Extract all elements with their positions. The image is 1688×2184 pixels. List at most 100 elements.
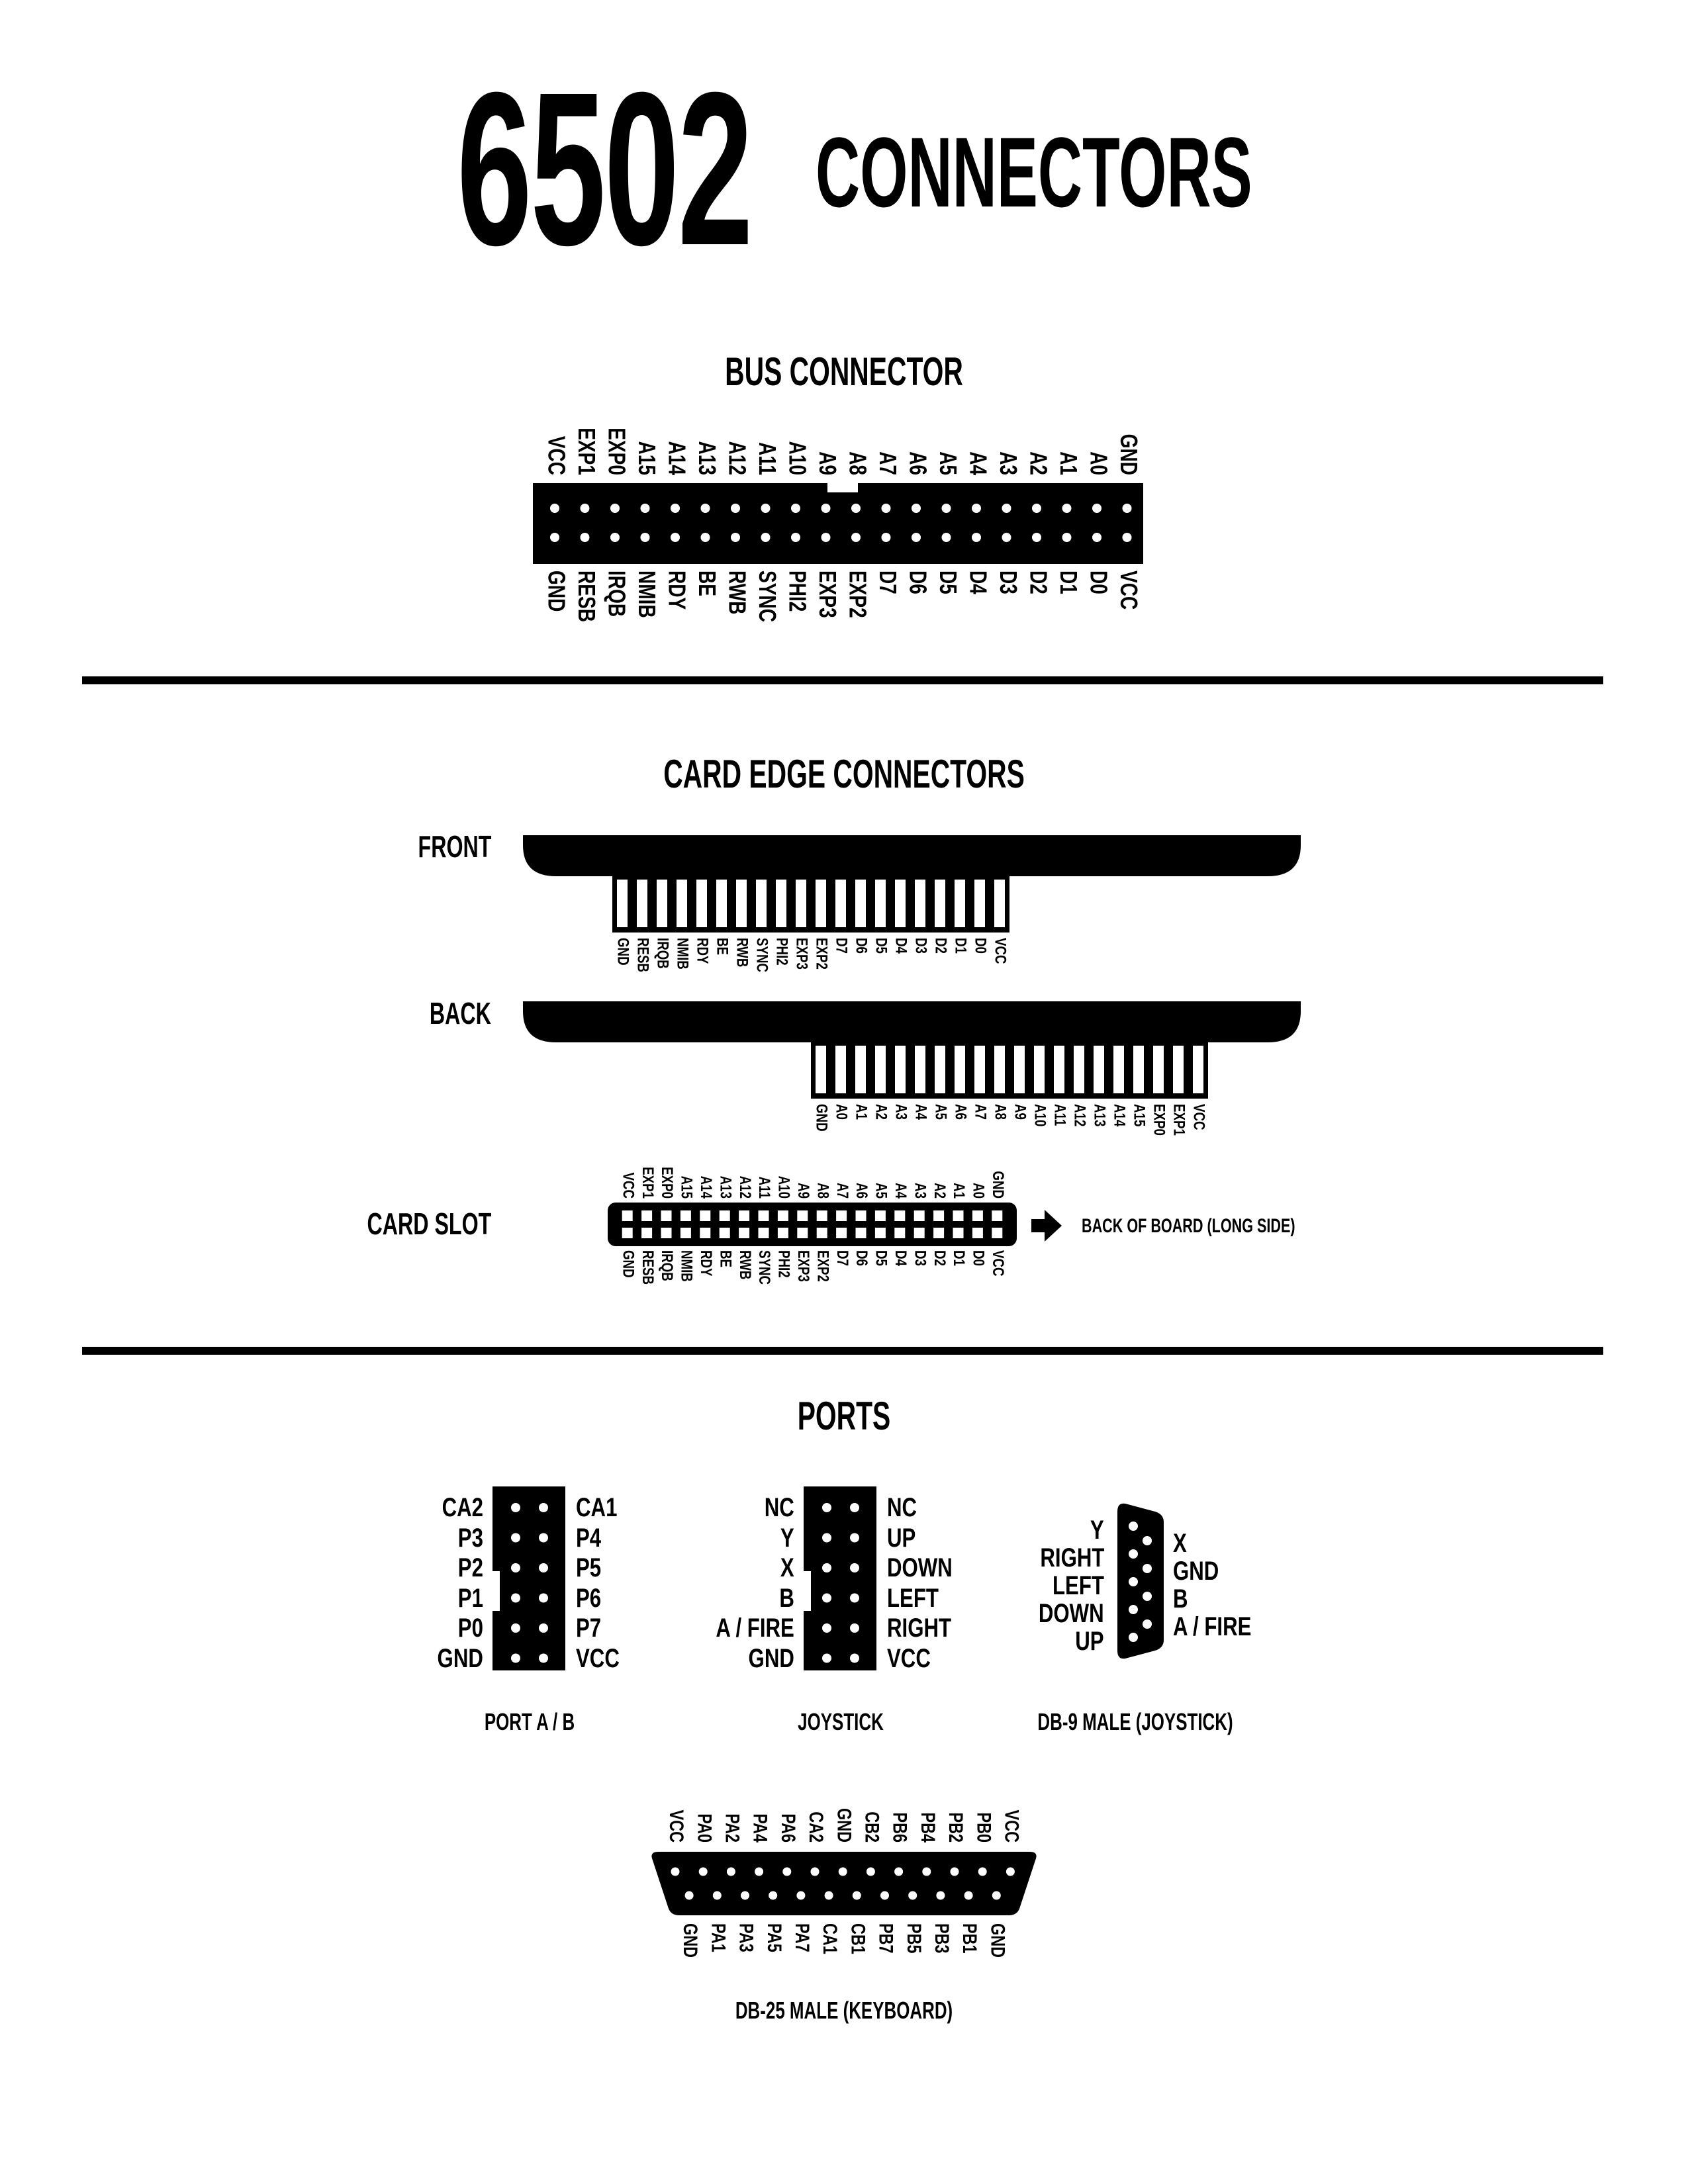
port-ab-header-pin: [511, 1503, 520, 1512]
joystick-header-pin: [850, 1533, 859, 1543]
front-contact-gap: [816, 880, 826, 927]
db9-pin: [1143, 1564, 1152, 1573]
card-slot-bottom-label: D6: [853, 1250, 871, 1266]
port-ab-header-pin: [511, 1623, 520, 1633]
port-ab-header-pin: [539, 1533, 548, 1543]
bus-pin: [1062, 504, 1072, 513]
port-ab-header-pin: [511, 1533, 520, 1543]
bus-bottom-pin-label: D1: [1055, 570, 1082, 594]
port-ab-caption: PORT A / B: [484, 1708, 575, 1735]
back-contact-gap: [835, 1046, 846, 1093]
card-slot-top-label: A8: [814, 1183, 832, 1199]
bus-pin: [700, 504, 710, 513]
db25-top-pin-label: CA2: [805, 1811, 827, 1843]
front-contact-gap: [716, 880, 727, 927]
back-pin-label: A15: [1131, 1104, 1149, 1126]
db25-top-pin-label: PB6: [889, 1812, 911, 1843]
pin-label: NC: [887, 1493, 917, 1522]
pin-label: P7: [576, 1614, 602, 1643]
pin-label: VCC: [576, 1643, 620, 1673]
db9-pin: [1143, 1536, 1152, 1545]
front-contact-gap: [835, 880, 846, 927]
card-slot-label: CARD SLOT: [367, 1206, 491, 1241]
bus-bottom-pin-label: D7: [874, 570, 901, 594]
card-slot-bottom-label: D4: [892, 1250, 910, 1266]
card-slot-contact: [992, 1228, 1003, 1238]
front-pin-label: D1: [952, 938, 970, 954]
pin-label: NC: [764, 1493, 794, 1522]
pin-label: DOWN: [887, 1553, 953, 1582]
db25-caption: DB-25 MALE (KEYBOARD): [735, 1997, 953, 2024]
back-contact-gap: [1054, 1046, 1064, 1093]
pin-label: P3: [457, 1523, 483, 1553]
card-slot-top-label: A10: [775, 1176, 793, 1199]
bus-top-pin-label: A10: [784, 441, 811, 475]
card-slot-contact: [855, 1228, 867, 1238]
card-slot-bottom-label: RDY: [697, 1250, 715, 1277]
db25-bottom-pin-label: PA3: [735, 1923, 757, 1952]
back-pin-label: A14: [1111, 1104, 1129, 1126]
pin-label: GND: [748, 1643, 794, 1673]
card-slot-contact: [758, 1228, 769, 1238]
bus-pin: [821, 533, 831, 542]
joystick-header-pin: [822, 1533, 831, 1543]
card-slot-top-label: A1: [951, 1183, 968, 1199]
card-slot-contact: [719, 1210, 730, 1221]
front-contact-gap: [696, 880, 707, 927]
front-contact-gap: [637, 880, 647, 927]
port-ab-header-body: [492, 1486, 565, 1670]
port-ab-header-pin: [539, 1563, 548, 1572]
back-pin-label: A9: [1011, 1104, 1029, 1120]
port-ab-header-pin: [539, 1503, 548, 1512]
bus-pin: [791, 504, 800, 513]
card-slot-contact: [622, 1210, 633, 1221]
db25-pin: [866, 1867, 875, 1876]
back-of-board-note: BACK OF BOARD (LONG SIDE): [1082, 1214, 1295, 1236]
back-contact-gap: [935, 1046, 945, 1093]
bus-top-pin-label: A11: [754, 442, 780, 475]
front-pin-label: RWB: [733, 938, 751, 967]
bus-bottom-pin-label: IRQB: [604, 570, 630, 617]
bus-bottom-pin-label: EXP2: [845, 570, 871, 618]
front-contact-gap: [677, 880, 687, 927]
bus-top-pin-label: A2: [1025, 451, 1052, 475]
front-contact-gap: [974, 880, 985, 927]
back-pin-label: A10: [1031, 1104, 1049, 1126]
db25-pin: [782, 1867, 792, 1876]
joystick-header-pin: [822, 1503, 831, 1512]
front-contact-gap: [875, 880, 886, 927]
db25-pin: [922, 1867, 931, 1876]
joystick-header-body: [804, 1486, 876, 1670]
bus-pin: [550, 533, 559, 542]
db25-pin: [950, 1867, 959, 1876]
back-pin-label: EXP1: [1170, 1104, 1188, 1136]
bus-bottom-pin-label: NMIB: [633, 570, 660, 618]
back-pin-label: A5: [932, 1104, 950, 1120]
db9-caption: DB-9 MALE (JOYSTICK): [1037, 1708, 1233, 1735]
front-pin-label: D2: [932, 938, 950, 954]
back-pin-label: EXP0: [1150, 1104, 1168, 1136]
card-slot-bottom-label: EXP3: [794, 1250, 812, 1282]
front-contact-gap: [776, 880, 786, 927]
db25-top-pin-label: GND: [833, 1808, 855, 1843]
db9-pin: [1143, 1619, 1152, 1629]
bus-top-pin-label: A12: [724, 441, 751, 475]
back-contact-gap: [974, 1046, 985, 1093]
bus-top-pin-label: EXP0: [604, 428, 630, 475]
card-slot-top-label: A5: [872, 1183, 890, 1199]
bus-header-key-notch: [827, 483, 858, 492]
front-contact-gap: [756, 880, 767, 927]
joystick-header-pin: [850, 1503, 859, 1512]
bus-bottom-pin-label: D5: [935, 570, 961, 594]
bus-pin: [671, 533, 680, 542]
heading-card-edge: CARD EDGE CONNECTORS: [663, 752, 1025, 796]
joystick-header-pin: [822, 1563, 831, 1572]
pin-label: P1: [457, 1583, 483, 1613]
db25-pin: [992, 1891, 1001, 1900]
heading-bus-connector: BUS CONNECTOR: [725, 349, 963, 394]
port-ab-header-pin: [511, 1593, 520, 1603]
card-slot-top-label: EXP1: [639, 1167, 657, 1199]
card-slot-bottom-label: D3: [912, 1250, 929, 1266]
db25-pin: [698, 1867, 708, 1876]
front-contacts: [612, 872, 1009, 933]
